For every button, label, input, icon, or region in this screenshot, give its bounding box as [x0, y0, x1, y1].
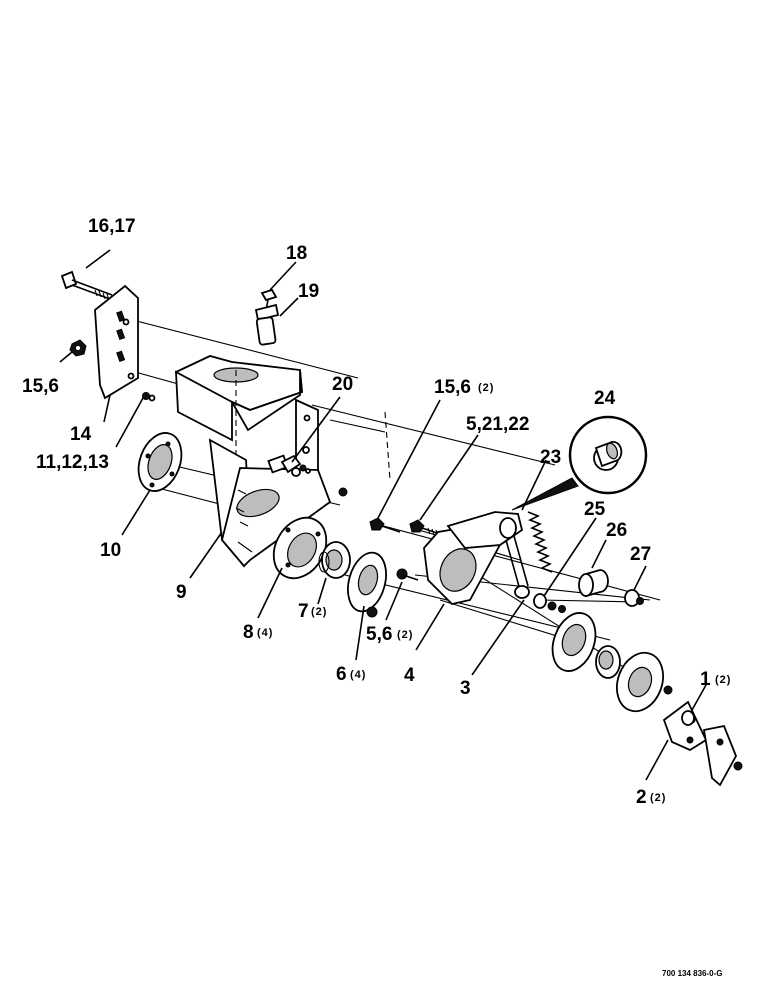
label-1: 1 — [700, 669, 711, 690]
label-4: 4 — [404, 665, 415, 686]
label-5-21-22: 5,21,22 — [466, 414, 529, 435]
label-24: 24 — [594, 388, 616, 409]
part-labels: 16,17 18 19 15,6 14 11,12,13 20 15,6 (2)… — [22, 216, 731, 808]
bolt-part-5-21-22 — [409, 519, 447, 538]
label-15-6-left: 15,6 — [22, 376, 59, 397]
label-8: 8 — [243, 622, 254, 643]
label-26: 26 — [606, 520, 627, 541]
flange-part-10 — [137, 432, 183, 492]
hardware-part-11-12-13 — [142, 392, 156, 402]
bushing-part-25 — [533, 593, 566, 613]
label-25: 25 — [584, 499, 606, 520]
label-10: 10 — [100, 540, 121, 561]
label-15-6-right: 15,6 — [434, 377, 471, 398]
label-5-6: 5,6 — [366, 624, 392, 645]
flange-assembly-lower-right — [551, 612, 673, 713]
label-6: 6 — [336, 664, 347, 685]
label-15-6-right-qty: (2) — [478, 382, 494, 394]
spacer-part-26 — [578, 569, 609, 598]
bolt-part-5-6-lower — [396, 568, 419, 581]
label-27: 27 — [630, 544, 651, 565]
label-18: 18 — [286, 243, 307, 264]
label-1-qty: (2) — [715, 674, 731, 686]
plate-part-14 — [94, 284, 139, 400]
bearing-part-7 — [318, 541, 351, 579]
arm-part-23 — [446, 511, 553, 599]
label-20: 20 — [332, 374, 353, 395]
fitting-part-20 — [280, 454, 311, 474]
nut-part-15-6-left — [69, 339, 87, 357]
label-2-qty: (2) — [650, 792, 666, 804]
label-23: 23 — [540, 447, 561, 468]
bolt-part-16-17 — [60, 270, 113, 301]
label-8-qty: (4) — [257, 627, 273, 639]
label-14: 14 — [70, 424, 92, 445]
bracket-part-9 — [175, 355, 348, 568]
leader-lines — [59, 249, 707, 781]
plate-part-2 — [662, 700, 743, 787]
pin-part-1 — [681, 710, 695, 726]
label-11-12-13: 11,12,13 — [36, 452, 109, 473]
label-5-6-qty: (2) — [397, 629, 413, 641]
label-7-qty: (2) — [311, 606, 327, 618]
label-9: 9 — [176, 582, 187, 603]
flange-part-8 — [272, 516, 328, 580]
detail-callout-part-24 — [511, 415, 648, 511]
flange-part-6 — [347, 551, 387, 618]
label-16-17: 16,17 — [88, 216, 136, 237]
washer-part-27 — [624, 589, 644, 607]
label-7: 7 — [298, 601, 309, 622]
label-2: 2 — [636, 787, 647, 808]
drawing-code: 700 134 836-0-G — [662, 969, 723, 978]
bolt-part-15-6-right — [369, 517, 401, 533]
label-6-qty: (4) — [350, 669, 366, 681]
fitting-part-18-19 — [254, 288, 280, 346]
label-19: 19 — [298, 281, 319, 302]
label-3: 3 — [460, 678, 471, 699]
